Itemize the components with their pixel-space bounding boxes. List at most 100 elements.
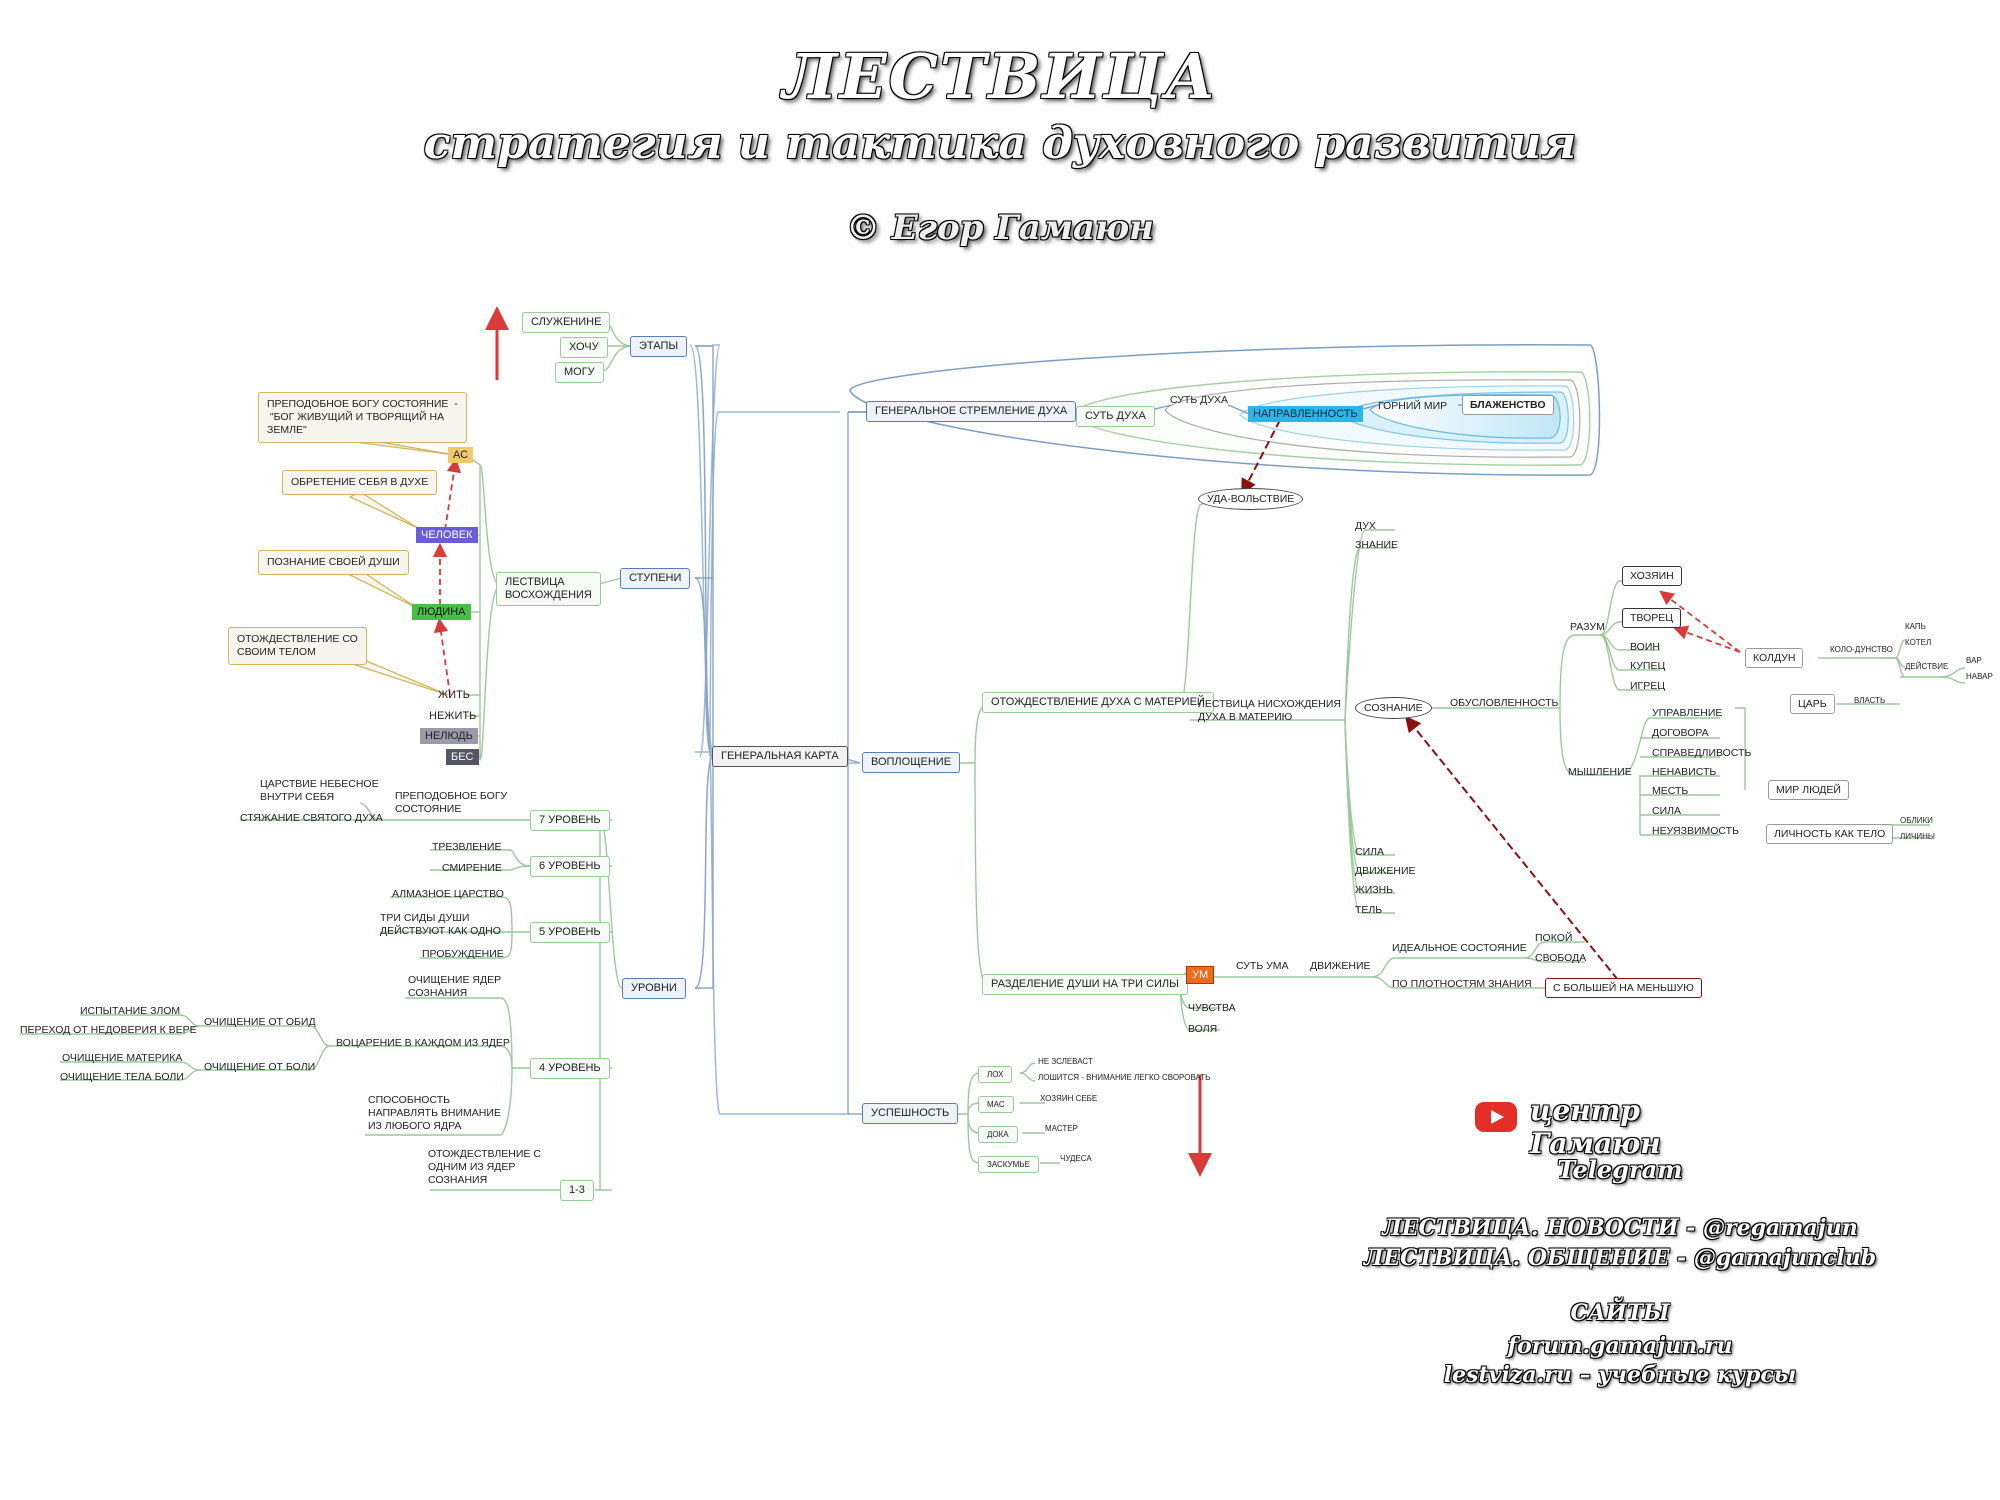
node-etapy[interactable]: ЭТАПЫ	[630, 336, 688, 357]
footer-news[interactable]: ЛЕСТВИЦА. НОВОСТИ - @regamajun	[1382, 1215, 1858, 1241]
level-6-b: СМИРЕНИЕ	[442, 862, 502, 874]
center-node[interactable]: ГЕНЕРАЛЬНАЯ КАРТА	[712, 746, 848, 767]
node-hochu[interactable]: ХОЧУ	[560, 337, 608, 358]
node-razdelenie[interactable]: РАЗДЕЛЕНИЕ ДУШИ НА ТРИ СИЛЫ	[982, 974, 1188, 995]
footer-chat[interactable]: ЛЕСТВИЦА. ОБЩЕНИЕ - @gamajunclub	[1363, 1245, 1877, 1271]
node-lestvitsa-voshozhdeniya[interactable]: ЛЕСТВИЦА ВОСХОЖДЕНИЯ	[496, 572, 601, 606]
node-soznanie[interactable]: СОЗНАНИЕ	[1355, 697, 1432, 719]
koldun-kap: КАПЬ	[1905, 622, 1926, 631]
diagram-subtitle: стратегия и тактика духовного развития	[423, 118, 1577, 169]
node-plotnost: ПО ПЛОТНОСТЯМ ЗНАНИЯ	[1392, 978, 1532, 990]
node-koldun[interactable]: КОЛДУН	[1745, 648, 1804, 668]
footer-site-2[interactable]: lestviza.ru – учебные курсы	[1443, 1362, 1797, 1388]
razum-voin: ВОИН	[1630, 641, 1660, 653]
step-as[interactable]: АС	[448, 447, 474, 463]
item-sila: СИЛА	[1355, 846, 1385, 858]
node-mogu[interactable]: МОГУ	[555, 362, 604, 383]
node-blazhenstvo[interactable]: БЛАЖЕНСТВО	[1462, 395, 1554, 415]
usp-doka[interactable]: ДОКА	[978, 1126, 1018, 1143]
node-nishozhdenie: ЛЕСТВИЦА НИСХОЖДЕНИЯ ДУХА В МАТЕРИЮ	[1198, 698, 1342, 723]
usp-loh[interactable]: ЛОХ	[978, 1066, 1013, 1083]
usp-doka-note: МАСТЕР	[1045, 1124, 1078, 1133]
level-4-top: ОЧИЩЕНИЕ ЯДЕР СОЗНАНИЯ	[408, 974, 502, 999]
note-poznanie: ПОЗНАНИЕ СВОЕЙ ДУШИ	[258, 550, 409, 575]
level-6-a: ТРЕЗВЛЕНИЕ	[432, 841, 502, 853]
node-uspeshnost[interactable]: УСПЕШНОСТЬ	[862, 1103, 959, 1124]
razum-tvorets[interactable]: ТВОРЕЦ	[1622, 608, 1682, 628]
step-chelovek[interactable]: ЧЕЛОВЕК	[416, 527, 478, 543]
item-tel: ТЕЛЬ	[1355, 904, 1383, 916]
node-generalnoe[interactable]: ГЕНЕРАЛЬНОЕ СТРЕМЛЕНИЕ ДУХА	[866, 401, 1077, 422]
node-gorniy-mir: ГОРНИЙ МИР	[1378, 400, 1448, 412]
level-5-b: ТРИ СИДЫ ДУШИ ДЕЙСТВУЮТ КАК ОДНО	[380, 912, 501, 937]
node-sut-uma: СУТЬ УМА	[1236, 960, 1289, 972]
node-razum: РАЗУМ	[1570, 621, 1605, 633]
level-6[interactable]: 6 УРОВЕНЬ	[530, 856, 610, 877]
item-duh: ДУХ	[1355, 520, 1376, 532]
koldun-kotel: КОТЕЛ	[1905, 638, 1932, 647]
node-sut-duha-1[interactable]: СУТЬ ДУХА	[1076, 406, 1155, 427]
node-um[interactable]: УМ	[1186, 966, 1215, 984]
footer-telegram: Telegram	[1557, 1155, 1683, 1184]
level-5[interactable]: 5 УРОВЕНЬ	[530, 922, 610, 943]
node-mir-lyudey[interactable]: МИР ЛЮДЕЙ	[1768, 780, 1849, 800]
node-obuslovlennost: ОБУСЛОВЛЕННОСТЬ	[1450, 697, 1559, 709]
note-prepodobnoe: ПРЕПОДОБНОЕ БОГУ СОСТОЯНИЕ - "БОГ ЖИВУЩИ…	[258, 392, 467, 443]
step-nezhit[interactable]: НЕЖИТЬ	[429, 710, 477, 722]
usp-zaskume[interactable]: ЗАСКУМЬЕ	[978, 1156, 1039, 1173]
item-znanie: ЗНАНИЕ	[1355, 539, 1399, 551]
lichnost-lichiny: ЛИЧИНЫ	[1900, 832, 1935, 841]
node-voploshchenie[interactable]: ВОПЛОЩЕНИЕ	[862, 752, 961, 773]
mysh-neuyazvimost: НЕУЯЗВИМОСТЬ	[1652, 825, 1739, 837]
node-s-bolshey[interactable]: С БОЛЬШЕЙ НА МЕНЬШУЮ	[1545, 978, 1702, 998]
level-4-obid-b: ПЕРЕХОД ОТ НЕДОВЕРИЯ К ВЕРЕ	[20, 1024, 197, 1036]
node-urovni[interactable]: УРОВНИ	[622, 978, 686, 999]
node-sut-duha-2: СУТЬ ДУХА	[1170, 394, 1229, 406]
usp-loh-note-1: НЕ ЗСЛЕВАСТ	[1038, 1057, 1093, 1066]
node-udavolstvie[interactable]: УДА-ВОЛЬСТВИЕ	[1198, 488, 1304, 510]
mysh-spravedlivost: СПРАВЕДЛИВОСТЬ	[1652, 747, 1752, 759]
mysh-upravlenie: УПРАВЛЕНИЕ	[1652, 707, 1723, 719]
item-zhizn: ЖИЗНЬ	[1355, 884, 1394, 896]
level-5-c: ПРОБУЖДЕНИЕ	[422, 948, 504, 960]
level-4[interactable]: 4 УРОВЕНЬ	[530, 1058, 610, 1079]
level-7-a: ЦАРСТВИЕ НЕБЕСНОЕ ВНУТРИ СЕБЯ	[260, 778, 379, 803]
step-bes[interactable]: БЕС	[446, 749, 479, 765]
usp-mas[interactable]: МАС	[978, 1096, 1014, 1113]
youtube-icon[interactable]	[1475, 1102, 1517, 1132]
level-7[interactable]: 7 УРОВЕНЬ	[530, 810, 610, 831]
node-lichnost[interactable]: ЛИЧНОСТЬ КАК ТЕЛО	[1766, 824, 1894, 844]
level-1-3[interactable]: 1-3	[560, 1180, 594, 1201]
ideal-pokoy: ПОКОЙ	[1535, 932, 1573, 944]
node-chuvstva: ЧУВСТВА	[1188, 1002, 1236, 1014]
deistvie-navar: НАВАР	[1966, 672, 1993, 681]
footer-site-1[interactable]: forum.gamajun.ru	[1507, 1333, 1733, 1359]
footer-channel[interactable]: центр Гамаюн	[1530, 1094, 1661, 1160]
node-sluzhenine[interactable]: СЛУЖЕНИНЕ	[522, 312, 611, 333]
node-myshlenie: МЫШЛЕНИЕ	[1568, 766, 1632, 778]
node-idealnoe: ИДЕАЛЬНОЕ СОСТОЯНИЕ	[1392, 942, 1527, 954]
level-4-bottom: СПОСОБНОСТЬ НАПРАВЛЯТЬ ВНИМАНИЕ ИЗ ЛЮБОГ…	[368, 1094, 501, 1132]
node-napravlennost[interactable]: НАПРАВЛЕННОСТЬ	[1248, 406, 1363, 422]
level-4-boli-b: ОЧИЩЕНИЕ ТЕЛА БОЛИ	[60, 1071, 184, 1083]
razum-igrets: ИГРЕЦ	[1630, 680, 1666, 692]
step-ludina[interactable]: ЛЮДИНА	[412, 604, 471, 620]
usp-zaskume-note: ЧУДЕСА	[1060, 1154, 1092, 1163]
step-nelud[interactable]: НЕЛЮДЬ	[420, 728, 478, 744]
node-stupeni[interactable]: СТУПЕНИ	[620, 568, 691, 589]
ideal-svoboda: СВОБОДА	[1535, 952, 1587, 964]
mysh-sila: СИЛА	[1652, 805, 1682, 817]
step-zhit[interactable]: ЖИТЬ	[438, 689, 471, 701]
note-obretenie: ОБРЕТЕНИЕ СЕБЯ В ДУХЕ	[282, 470, 438, 495]
usp-mas-note: ХОЗЯИН СЕБЕ	[1040, 1094, 1098, 1103]
node-dvizhenie-um: ДВИЖЕНИЕ	[1310, 960, 1371, 972]
mysh-nenavist: НЕНАВИСТЬ	[1652, 766, 1717, 778]
node-otozhdestvlenie[interactable]: ОТОЖДЕСТВЛЕНИЕ ДУХА С МАТЕРИЕЙ	[982, 692, 1214, 713]
node-tsar[interactable]: ЦАРЬ	[1790, 694, 1835, 714]
razum-hozyain[interactable]: ХОЗЯИН	[1622, 566, 1682, 586]
author-credit: © Егор Гамаюн	[846, 208, 1154, 248]
lichnost-obliki: ОБЛИКИ	[1900, 816, 1933, 825]
level-4-mid: ВОЦАРЕНИЕ В КАЖДОМ ИЗ ЯДЕР	[336, 1037, 510, 1049]
level-7-sub: ПРЕПОДОБНОЕ БОГУ СОСТОЯНИЕ	[395, 790, 508, 815]
diagram-title: ЛЕСТВИЦА	[782, 40, 1218, 113]
